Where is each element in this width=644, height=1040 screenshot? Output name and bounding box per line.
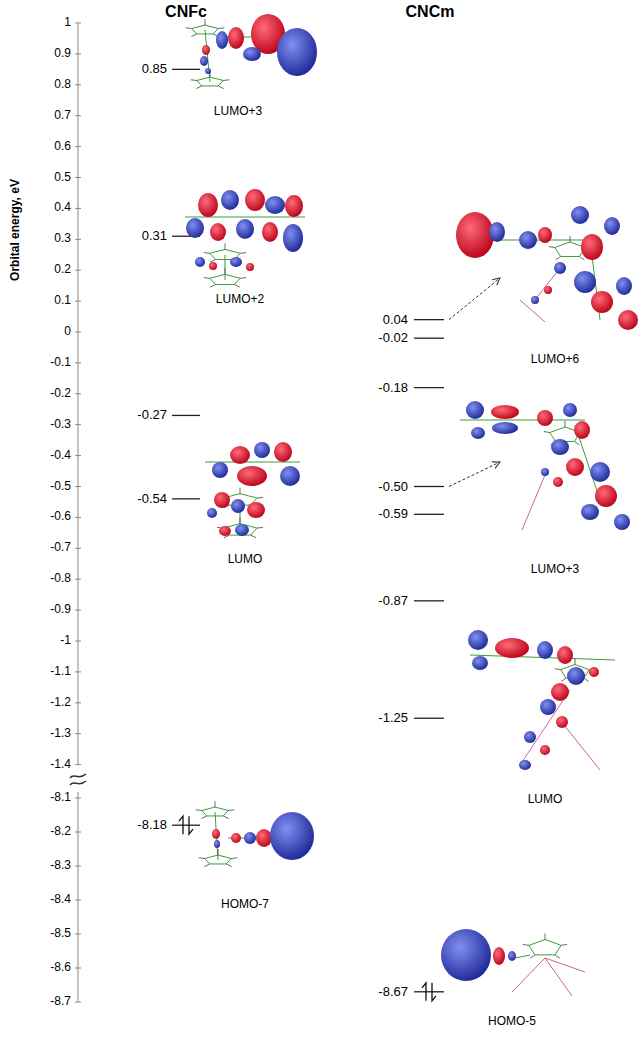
tick-label: 0.9 (54, 47, 71, 60)
energy-levels (172, 69, 444, 991)
tick-label: -0.4 (50, 449, 71, 462)
energy-value: -0.02 (378, 331, 408, 345)
energy-value: -0.87 (378, 594, 408, 608)
tick-label: -8.4 (50, 893, 71, 906)
tick-label: 0.7 (54, 109, 71, 122)
tick-label: 0.1 (54, 295, 71, 308)
orbital-label: LUMO (528, 793, 563, 806)
column-title: CNFc (165, 3, 207, 21)
orbital-cncm-lumo6 (456, 206, 638, 330)
column-title: CNCm (406, 3, 455, 21)
tick-label: -8.6 (50, 961, 71, 974)
energy-value: 0.31 (142, 229, 167, 243)
tick-label: -1.1 (50, 665, 71, 678)
orbital-cncm-lumo (468, 630, 615, 770)
tick-label: -8.1 (50, 791, 71, 804)
orbital-label: LUMO+3 (531, 563, 579, 576)
tick-label: -8.3 (50, 859, 71, 872)
orbital-cnfc-lumo (205, 442, 300, 538)
orbital-label: LUMO (228, 553, 263, 566)
orbital-cnfc-lumo2 (185, 189, 305, 287)
energy-axis (75, 23, 81, 1002)
energy-value: 0.04 (383, 312, 408, 326)
energy-value: -1.25 (378, 711, 408, 725)
energy-value: -8.67 (378, 985, 408, 999)
tick-label: -0.2 (50, 387, 71, 400)
tick-label: 1 (64, 16, 71, 29)
tick-label: -0.8 (50, 573, 71, 586)
tick-label: 0.2 (54, 264, 71, 277)
energy-value: -0.18 (378, 380, 408, 394)
energy-value: 0.85 (142, 62, 167, 76)
orbital-cnfc-homo7 (196, 801, 314, 866)
orbital-label: LUMO+6 (531, 353, 579, 366)
energy-value: -8.18 (137, 818, 167, 832)
tick-label: -8.2 (50, 825, 71, 838)
tick-label: -1.4 (50, 758, 71, 771)
tick-label: -1.2 (50, 696, 71, 709)
orbital-cncm-homo5 (441, 929, 585, 996)
tick-label: -0.6 (50, 511, 71, 524)
electron-pair (422, 983, 436, 1001)
energy-value: -0.59 (378, 507, 408, 521)
energy-value: -0.27 (137, 408, 167, 422)
tick-label: 0 (64, 325, 71, 338)
tick-label: 0.5 (54, 171, 71, 184)
tick-label: -0.9 (50, 604, 71, 617)
tick-label: -1 (60, 634, 71, 647)
energy-value: -0.50 (378, 479, 408, 493)
tick-label: 0.8 (54, 78, 71, 91)
tick-label: 0.3 (54, 233, 71, 246)
tick-label: -0.5 (50, 480, 71, 493)
tick-label: -0.3 (50, 418, 71, 431)
tick-label: -0.7 (50, 542, 71, 555)
orbital-label: HOMO-7 (221, 898, 269, 911)
tick-label: -8.5 (50, 927, 71, 940)
axis-break (70, 774, 86, 785)
orbital-label: LUMO+2 (216, 293, 264, 306)
tick-label: -1.3 (50, 727, 71, 740)
orbital-cncm-lumo3 (460, 401, 630, 530)
tick-label: -8.7 (50, 995, 71, 1008)
orbital-cnfc-lumo3 (186, 14, 317, 89)
energy-value: -0.54 (137, 492, 167, 506)
orbital-label: HOMO-5 (488, 1015, 536, 1028)
orbital-label: LUMO+3 (214, 105, 262, 118)
axis-title: Orbital energy, eV (9, 179, 22, 281)
tick-label: -0.1 (50, 356, 71, 369)
pointer-arrows (449, 278, 500, 487)
tick-label: 0.6 (54, 140, 71, 153)
tick-label: 0.4 (54, 202, 71, 215)
electron-pair (179, 816, 193, 834)
